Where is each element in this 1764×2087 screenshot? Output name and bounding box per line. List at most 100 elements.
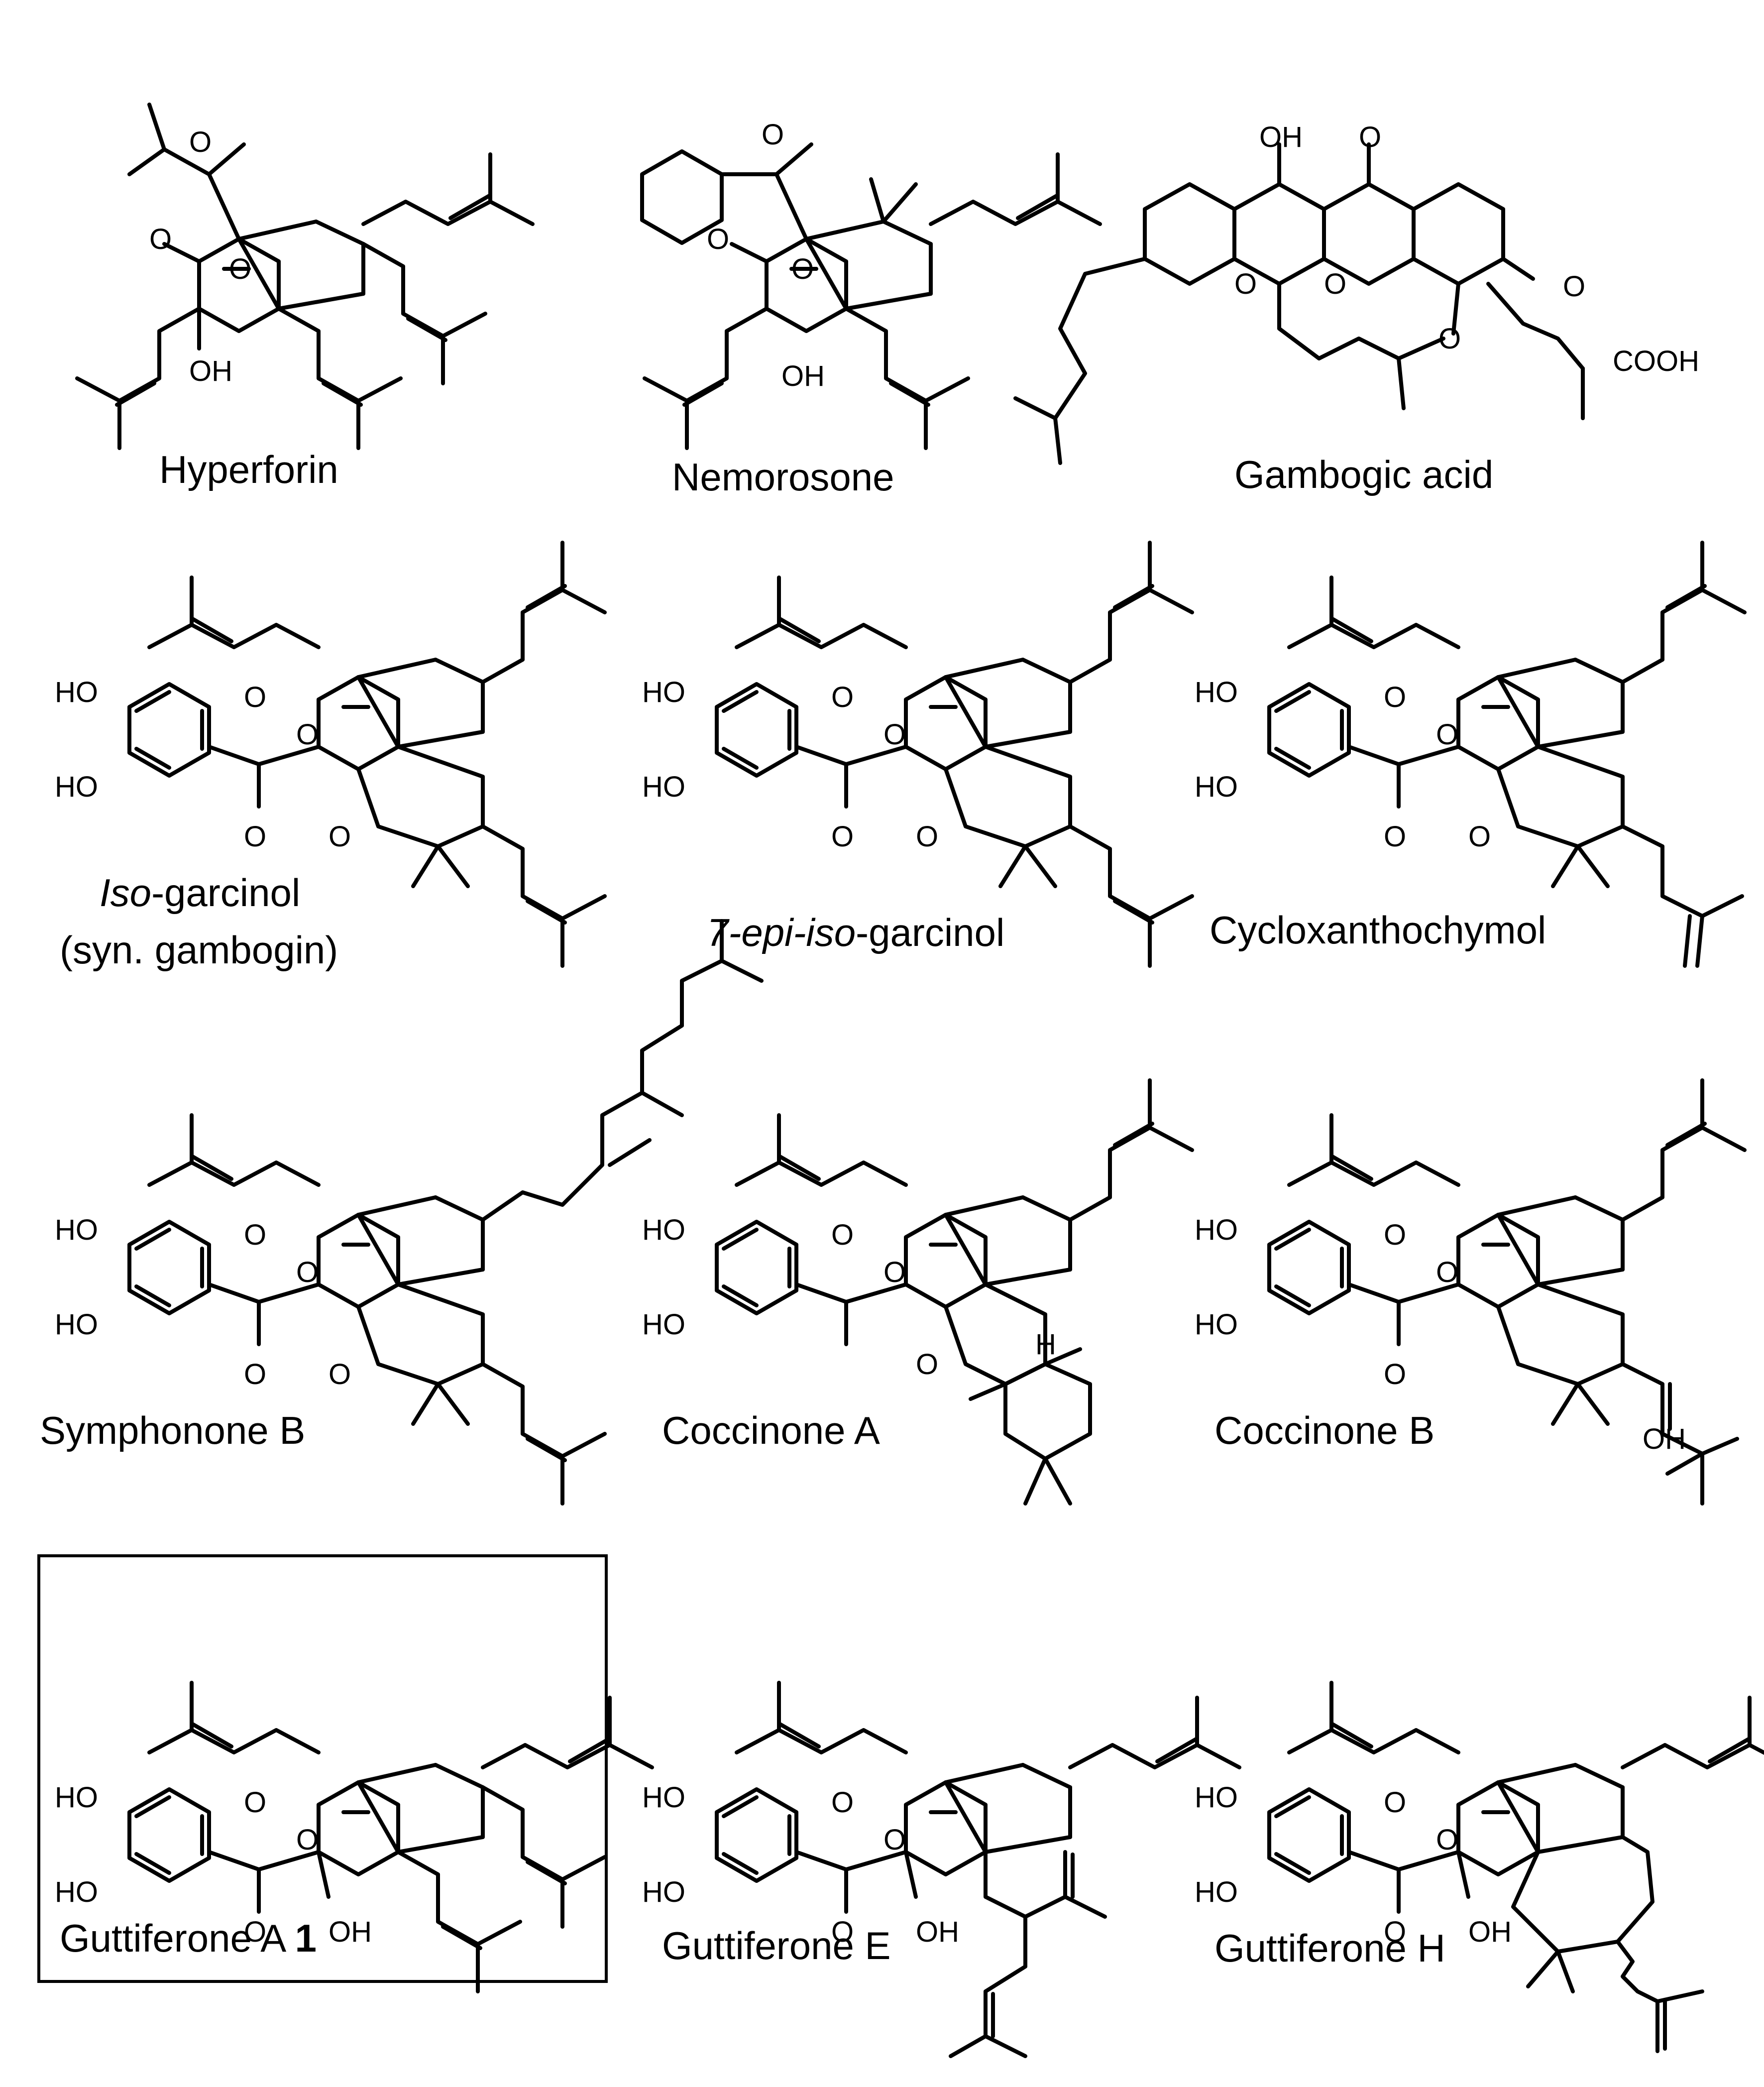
structure-coccinone-a <box>717 1080 1192 1506</box>
svg-text:HO: HO <box>1195 676 1238 708</box>
name-iso-garcinol-rest: -garcinol <box>151 871 300 915</box>
svg-text:O: O <box>1359 121 1381 153</box>
svg-text:HO: HO <box>1195 1781 1238 1814</box>
name-iso-garcinol-italic: Iso <box>100 871 151 915</box>
name-cycloxanthochymol: Cycloxanthochymol <box>1210 908 1546 952</box>
name-iso-garcinol: Iso-garcinol <box>100 871 300 915</box>
svg-text:O: O <box>883 1824 906 1856</box>
svg-text:O: O <box>1324 268 1346 300</box>
svg-text:O: O <box>831 1786 854 1819</box>
svg-text:O: O <box>883 1256 906 1288</box>
structure-gambogic-acid <box>1013 142 1585 465</box>
svg-text:OH: OH <box>781 360 825 392</box>
svg-text:HO: HO <box>642 676 685 708</box>
svg-text:HO: HO <box>1195 1214 1238 1246</box>
name-guttiferone-a-text: Guttiferone A <box>60 1916 286 1960</box>
svg-text:HO: HO <box>55 771 98 803</box>
structure-guttiferone-a <box>129 1683 652 1991</box>
name-7-epi-iso-garcinol-italic: 7-epi-iso <box>707 911 856 954</box>
name-7-epi-iso-garcinol: 7-epi-iso-garcinol <box>707 911 1004 954</box>
highlight-box-guttiferone-a <box>37 1554 608 1983</box>
svg-text:O: O <box>1384 1219 1406 1251</box>
structure-iso-garcinol <box>129 543 605 966</box>
svg-text:O: O <box>244 1786 266 1819</box>
svg-text:OH: OH <box>1643 1423 1686 1455</box>
svg-text:O: O <box>791 253 814 285</box>
svg-text:O: O <box>831 681 854 713</box>
name-guttiferone-h: Guttiferone H <box>1214 1926 1445 1970</box>
svg-text:O: O <box>762 118 784 151</box>
svg-text:O: O <box>1438 323 1461 355</box>
svg-text:O: O <box>229 253 251 285</box>
svg-text:OH: OH <box>1259 121 1303 153</box>
svg-text:O: O <box>1384 1916 1406 1948</box>
structure-coccinone-b <box>1269 1080 1745 1506</box>
svg-text:O: O <box>1384 1358 1406 1391</box>
svg-text:OH: OH <box>189 355 232 387</box>
svg-text:O: O <box>1436 718 1458 751</box>
structure-cycloxanthochymol <box>1269 543 1745 968</box>
svg-text:HO: HO <box>642 771 685 803</box>
structure-7-epi-iso-garcinol <box>717 543 1192 966</box>
svg-text:O: O <box>1384 1786 1406 1819</box>
svg-text:O: O <box>296 1824 319 1856</box>
svg-text:O: O <box>1384 681 1406 713</box>
svg-text:O: O <box>244 1358 266 1391</box>
svg-text:O: O <box>1436 1256 1458 1288</box>
svg-text:HO: HO <box>55 1876 98 1908</box>
structure-guttiferone-h <box>1269 1683 1764 2053</box>
svg-text:O: O <box>296 1256 319 1288</box>
svg-text:OH: OH <box>329 1916 372 1948</box>
name-coccinone-b: Coccinone B <box>1214 1408 1434 1452</box>
svg-text:O: O <box>1234 268 1257 300</box>
svg-text:O: O <box>707 223 729 255</box>
svg-text:O: O <box>329 1358 351 1391</box>
compound-number-guttiferone-a: 1 <box>295 1916 317 1960</box>
svg-text:O: O <box>1436 1824 1458 1856</box>
svg-text:O: O <box>149 223 172 255</box>
svg-text:O: O <box>883 718 906 751</box>
structure-guttiferone-e <box>717 1683 1239 2058</box>
name-7-epi-iso-garcinol-rest: -garcinol <box>856 911 1004 954</box>
svg-text:HO: HO <box>55 1781 98 1814</box>
svg-text:HO: HO <box>642 1781 685 1814</box>
svg-text:O: O <box>296 718 319 751</box>
svg-text:OH: OH <box>1468 1916 1512 1948</box>
svg-text:HO: HO <box>55 1308 98 1341</box>
svg-text:COOH: COOH <box>1613 345 1699 377</box>
svg-text:HO: HO <box>642 1214 685 1246</box>
svg-text:O: O <box>244 1916 266 1948</box>
synonym-iso-garcinol: (syn. gambogin) <box>60 928 338 972</box>
svg-text:O: O <box>831 1219 854 1251</box>
svg-text:O: O <box>189 126 212 158</box>
svg-text:HO: HO <box>642 1876 685 1908</box>
svg-text:HO: HO <box>55 676 98 708</box>
svg-text:OH: OH <box>916 1916 959 1948</box>
svg-text:O: O <box>831 820 854 853</box>
svg-text:O: O <box>1563 270 1585 303</box>
structure-hyperforin <box>77 103 533 448</box>
svg-text:O: O <box>244 1219 266 1251</box>
svg-text:HO: HO <box>642 1308 685 1341</box>
name-nemorosone: Nemorosone <box>672 455 894 499</box>
name-gambogic-acid: Gambogic acid <box>1234 453 1493 496</box>
name-guttiferone-a: Guttiferone A 1 <box>60 1916 317 1960</box>
svg-text:O: O <box>831 1916 854 1948</box>
svg-text:HO: HO <box>1195 1308 1238 1341</box>
svg-text:O: O <box>244 681 266 713</box>
svg-text:O: O <box>244 820 266 853</box>
svg-text:HO: HO <box>1195 1876 1238 1908</box>
svg-text:O: O <box>1384 820 1406 853</box>
svg-text:O: O <box>1468 820 1491 853</box>
svg-text:O: O <box>916 820 938 853</box>
svg-text:O: O <box>916 1348 938 1381</box>
name-coccinone-a: Coccinone A <box>662 1408 880 1452</box>
svg-text:O: O <box>329 820 351 853</box>
svg-text:HO: HO <box>1195 771 1238 803</box>
structure-nemorosone <box>640 142 1100 448</box>
name-guttiferone-e: Guttiferone E <box>662 1924 891 1968</box>
structure-symphonone-b <box>129 919 764 1504</box>
svg-text:HO: HO <box>55 1214 98 1246</box>
name-symphonone-b: Symphonone B <box>40 1408 305 1452</box>
